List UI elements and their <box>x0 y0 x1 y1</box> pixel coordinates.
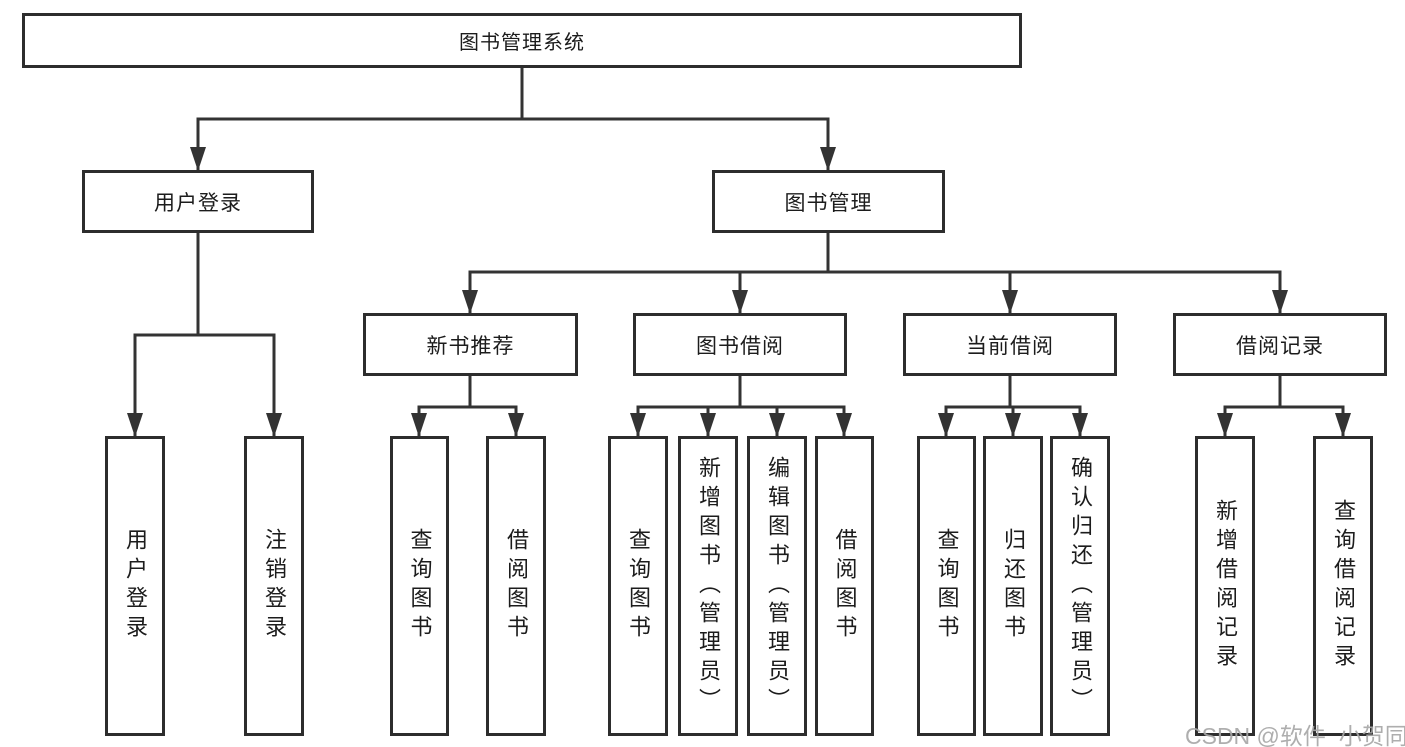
node-borrow-records: 借阅记录 <box>1173 313 1387 376</box>
node-current-borrow: 当前借阅 <box>903 313 1117 376</box>
leaf-add-books-admin: 新增图书（管理员） <box>678 436 738 736</box>
node-label: 新书推荐 <box>426 334 515 358</box>
node-label: 确认归还（管理员） <box>1068 455 1093 717</box>
node-label: 当前借阅 <box>966 334 1054 358</box>
leaf-logout: 注销登录 <box>244 436 304 736</box>
node-new-book-recommend: 新书推荐 <box>363 313 578 376</box>
node-user-login: 用户登录 <box>82 170 314 233</box>
node-label: 借阅图书 <box>504 528 529 644</box>
node-label: 用户登录 <box>123 528 148 644</box>
node-label: 新增图书（管理员） <box>696 455 721 717</box>
node-label: 图书借阅 <box>696 334 784 358</box>
node-label: 注销登录 <box>262 528 287 644</box>
node-label: 查询图书 <box>626 528 651 644</box>
leaf-borrow-books-recommend: 借阅图书 <box>486 436 546 736</box>
node-label: 图书管理 <box>784 191 873 215</box>
leaf-query-books-recommend: 查询图书 <box>390 436 449 736</box>
node-library-management-system: 图书管理系统 <box>22 13 1022 68</box>
node-label: 借阅记录 <box>1236 334 1324 358</box>
leaf-query-books-current: 查询图书 <box>917 436 976 736</box>
node-label: 查询图书 <box>934 528 960 644</box>
node-label: 借阅图书 <box>832 528 858 644</box>
leaf-query-books-borrow: 查询图书 <box>608 436 668 736</box>
leaf-user-login: 用户登录 <box>105 436 165 736</box>
leaf-query-borrow-record: 查询借阅记录 <box>1313 436 1373 736</box>
node-label: 查询借阅记录 <box>1331 499 1356 673</box>
node-book-borrow: 图书借阅 <box>633 313 847 376</box>
node-label: 查询图书 <box>407 528 433 644</box>
node-label: 归还图书 <box>1001 528 1026 644</box>
leaf-borrow-books: 借阅图书 <box>815 436 874 736</box>
leaf-edit-books-admin: 编辑图书（管理员） <box>747 436 807 736</box>
node-label: 编辑图书（管理员） <box>765 455 790 717</box>
leaf-add-borrow-record: 新增借阅记录 <box>1195 436 1255 736</box>
node-label: 用户登录 <box>154 191 242 215</box>
node-book-management: 图书管理 <box>712 170 945 233</box>
node-label: 图书管理系统 <box>459 32 585 54</box>
leaf-confirm-return-admin: 确认归还（管理员） <box>1050 436 1110 736</box>
leaf-return-books: 归还图书 <box>983 436 1043 736</box>
csdn-watermark: CSDN @软件_小贺同学 <box>1185 723 1405 747</box>
node-label: 新增借阅记录 <box>1213 499 1238 673</box>
